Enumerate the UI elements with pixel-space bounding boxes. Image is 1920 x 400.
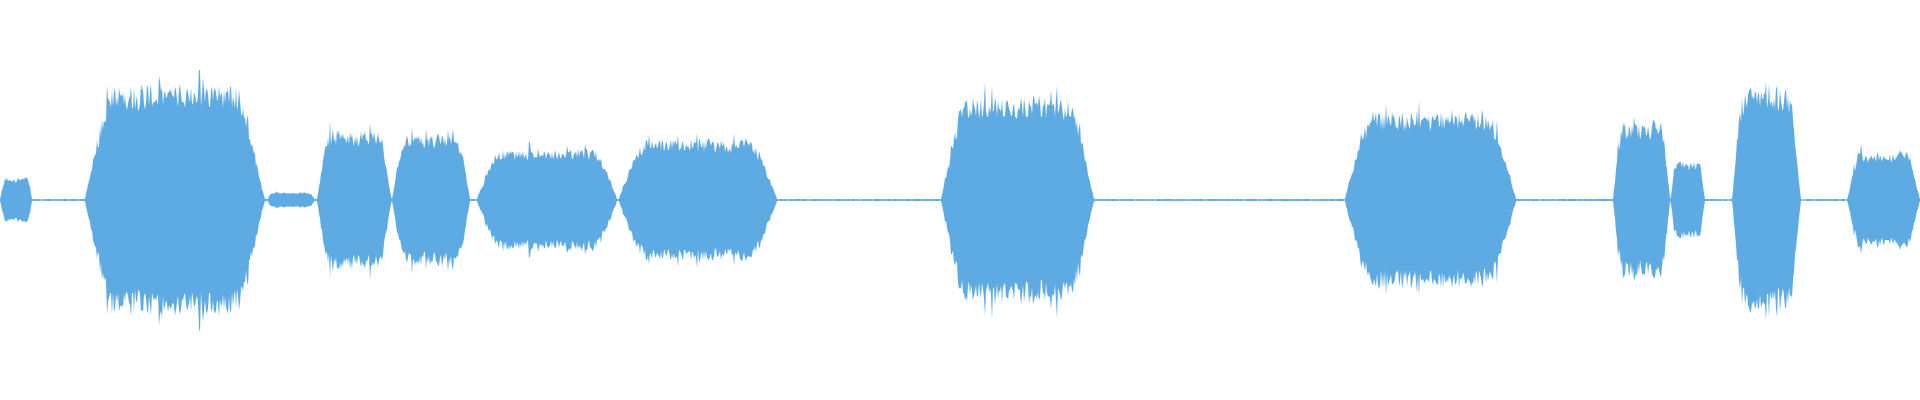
waveform-amplitude-path: [0, 69, 1920, 332]
